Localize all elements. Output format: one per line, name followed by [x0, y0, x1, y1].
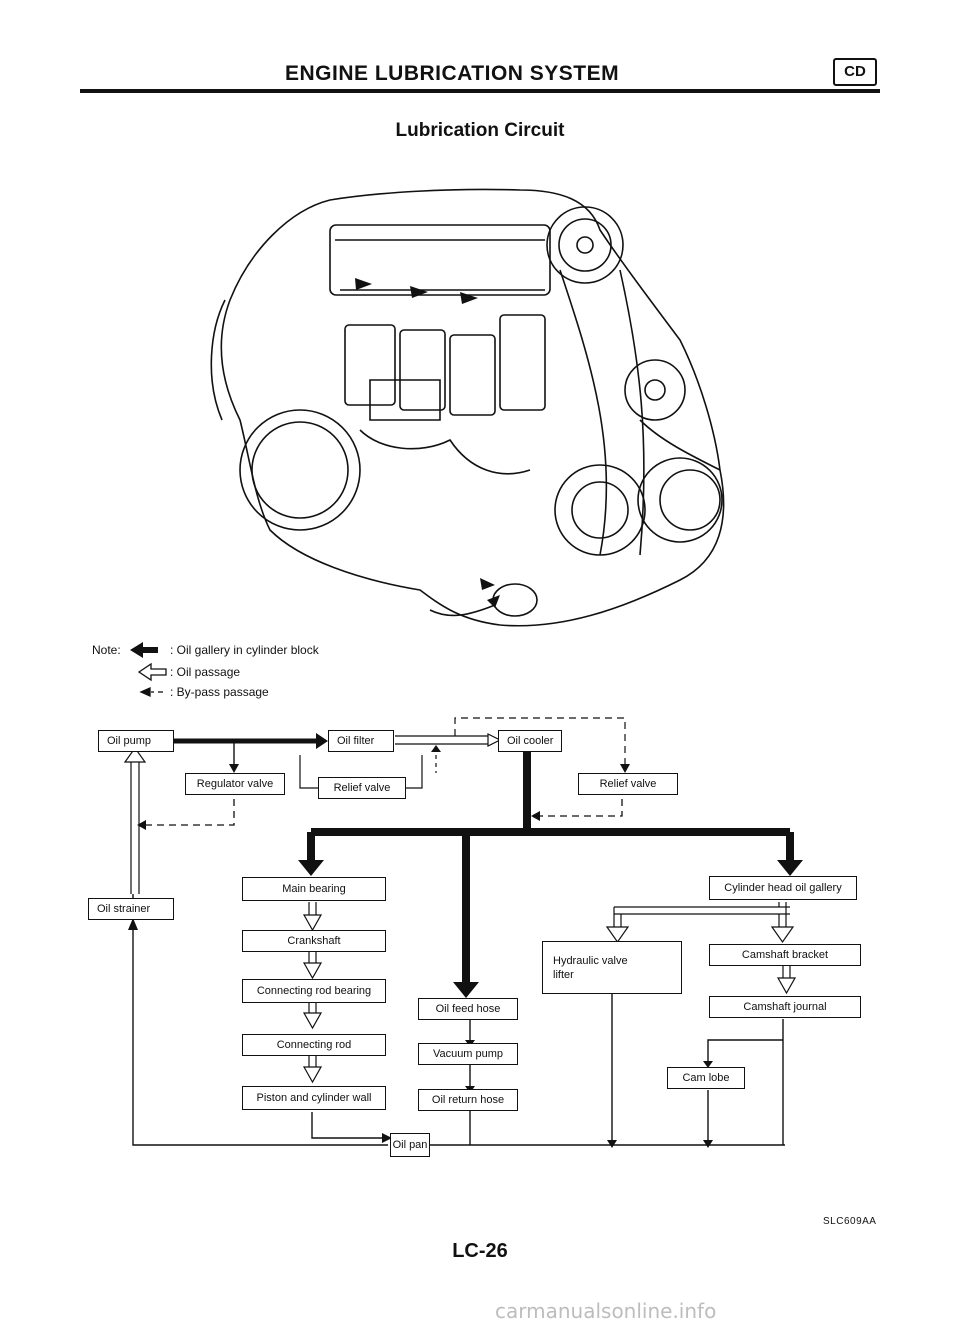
oil-pan-box: Oil pan [390, 1133, 430, 1157]
piston-cylinder-wall-box: Piston and cylinder wall [242, 1086, 386, 1110]
legend-text-gallery: : Oil gallery in cylinder block [170, 643, 319, 657]
regulator-valve-box: Regulator valve [185, 773, 285, 795]
oil-pump-box: Oil pump [98, 730, 174, 752]
oil-return-hose-box: Oil return hose [418, 1089, 518, 1111]
vacuum-pump-box: Vacuum pump [418, 1043, 518, 1065]
header-rule [80, 89, 880, 93]
section-title: ENGINE LUBRICATION SYSTEM [285, 62, 620, 85]
oil-filter-box: Oil filter [328, 730, 394, 752]
dashed-arrow-icon [139, 686, 163, 698]
note-label: Note: [92, 643, 121, 657]
legend-text-bypass: : By-pass passage [170, 685, 269, 699]
oil-cooler-box: Oil cooler [498, 730, 562, 752]
page-number: LC-26 [452, 1240, 508, 1262]
camshaft-journal-box: Camshaft journal [709, 996, 861, 1018]
engine-code-badge: CD [833, 58, 877, 86]
page-subtitle: Lubrication Circuit [395, 120, 565, 141]
main-bearing-box: Main bearing [242, 877, 386, 901]
crankshaft-box: Crankshaft [242, 930, 386, 952]
hydraulic-valve-lifter-box: Hydraulic valve lifter [542, 941, 682, 994]
hollow-arrow-icon [137, 662, 167, 682]
cam-lobe-box: Cam lobe [667, 1067, 745, 1089]
connecting-rod-box: Connecting rod [242, 1034, 386, 1056]
watermark-link[interactable]: carmanualsonline.info [495, 1299, 717, 1323]
hydraulic-valve-lifter-line1: Hydraulic valve [553, 954, 628, 967]
hydraulic-valve-lifter-line2: lifter [553, 968, 574, 981]
legend-text-passage: : Oil passage [170, 665, 241, 679]
connecting-rod-bearing-box: Connecting rod bearing [242, 979, 386, 1003]
relief-valve-cooler-box: Relief valve [578, 773, 678, 795]
oil-feed-hose-box: Oil feed hose [418, 998, 518, 1020]
relief-valve-filter-box: Relief valve [318, 777, 406, 799]
figure-code: SLC609AA [823, 1216, 877, 1227]
solid-arrow-icon [130, 642, 158, 658]
oil-strainer-box: Oil strainer [88, 898, 174, 920]
cylinder-head-gallery-box: Cylinder head oil gallery [709, 876, 857, 900]
camshaft-bracket-box: Camshaft bracket [709, 944, 861, 966]
